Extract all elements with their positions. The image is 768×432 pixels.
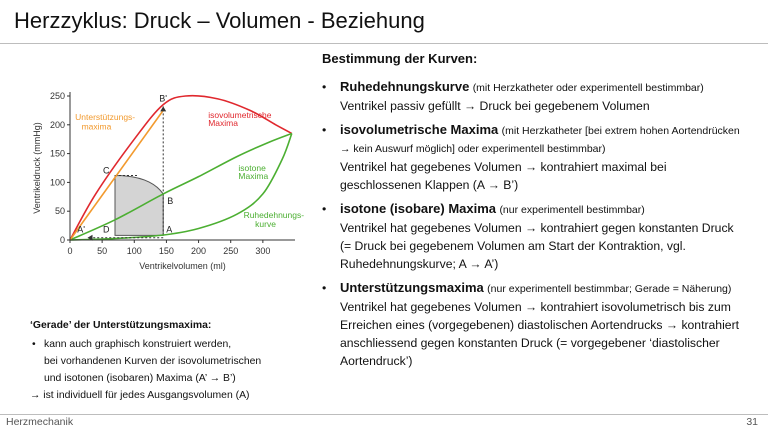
title-divider — [0, 43, 768, 44]
curve-definitions: Bestimmung der Kurven: Ruhedehnungskurve… — [322, 50, 762, 376]
definition-line: (= Druck bei gegebenem Volumen am Start … — [340, 239, 686, 253]
footer-divider — [0, 414, 768, 415]
curve-annotation: isovolumetrische — [208, 110, 272, 120]
point-label: B' — [159, 93, 167, 103]
definition-note: (mit Herzkatheter [bei extrem hohen Aort… — [501, 125, 740, 137]
point-label: C — [103, 165, 110, 175]
definition-isovolumetrisch: isovolumetrische Maxima (mit Herzkathete… — [322, 121, 762, 194]
arrowhead-up — [160, 106, 167, 112]
point-label: A — [166, 224, 172, 234]
note-bullet: kann auch graphisch konstruiert werden, … — [30, 336, 310, 387]
definition-ruhedehnungskurve: Ruhedehnungskurve (mit Herzkatheter oder… — [322, 78, 762, 115]
y-tick-label: 50 — [55, 206, 65, 216]
construction-note: ‘Gerade’ der Unterstützungsmaxima: kann … — [30, 317, 310, 404]
point-label: D — [103, 224, 110, 234]
y-tick-label: 250 — [50, 91, 65, 101]
page-number: 31 — [746, 416, 758, 428]
x-tick-label: 100 — [127, 246, 142, 256]
definition-line: anschliessend gegen konstanten Druck (= … — [340, 336, 720, 350]
definition-line: Ventrikel passiv gefüllt → Druck bei geg… — [340, 99, 650, 113]
curve-annotation: Ruhedehnungs- — [244, 210, 305, 220]
page-title: Herzzyklus: Druck – Volumen - Beziehung — [14, 8, 425, 33]
definition-term: isotone (isobare) Maxima — [340, 201, 497, 216]
curve-annotation: isotone — [238, 163, 266, 173]
definition-isoton: isotone (isobare) Maxima (nur experiment… — [322, 200, 762, 273]
curve-annotation: kurve — [255, 219, 276, 229]
definition-line: geschlossenen Klappen (A → B’) — [340, 178, 519, 192]
definition-note: (nur experimentell bestimmbar) — [499, 204, 645, 216]
arrowhead-left — [87, 234, 93, 241]
definition-line: Ventrikel hat gegebenes Volumen → kontra… — [340, 300, 731, 314]
section-heading: Bestimmung der Kurven: — [322, 51, 478, 66]
note-line: bei vorhandenen Kurven der isovolumetris… — [44, 356, 262, 367]
curve-annotation: Maxima — [208, 118, 238, 128]
y-axis-label: Ventrikeldruck (mmHg) — [32, 122, 42, 214]
definition-note: (mit Herzkatheter oder experimentell bes… — [472, 82, 704, 94]
y-tick-label: 0 — [60, 235, 65, 245]
definition-line: Ventrikel hat gegebenes Volumen → kontra… — [340, 160, 667, 174]
y-tick-label: 150 — [50, 149, 65, 159]
x-tick-label: 50 — [97, 246, 107, 256]
x-tick-label: 200 — [191, 246, 206, 256]
series-line-1 — [69, 132, 293, 241]
work-loop-area — [114, 174, 164, 236]
definition-line: Aortendruck’) — [340, 354, 413, 368]
note-arrow-line: → ist individuell für jedes Ausgangsvolu… — [30, 390, 250, 401]
curve-annotation: maxima — [82, 121, 112, 131]
note-title: ‘Gerade’ der Unterstützungsmaxima: — [30, 320, 212, 331]
point-label: A' — [77, 224, 85, 234]
y-tick-label: 100 — [50, 177, 65, 187]
point-label: B — [167, 196, 173, 206]
definition-unterstuetzung: Unterstützungsmaxima (nur experimentell … — [322, 279, 762, 370]
series-line-0 — [69, 94, 293, 241]
x-tick-label: 0 — [67, 246, 72, 256]
definition-line: Erreichen eines (vorgegebenen) diastolis… — [340, 318, 740, 332]
x-axis-label: Ventrikelvolumen (ml) — [139, 261, 226, 271]
x-tick-label: 300 — [255, 246, 270, 256]
definition-note: (nur experimentell bestimmbar; Gerade = … — [487, 283, 732, 295]
y-tick-label: 200 — [50, 120, 65, 130]
definition-line: Ruhedehnungskurve; A → A’) — [340, 257, 499, 271]
series-line-2 — [69, 133, 293, 241]
note-line: kann auch graphisch konstruiert werden, — [44, 339, 232, 350]
definition-term: isovolumetrische Maxima — [340, 122, 499, 137]
definition-term: Unterstützungsmaxima — [340, 280, 484, 295]
definition-note-cont: → kein Auswurf möglich] oder experimente… — [340, 143, 606, 155]
footer-topic: Herzmechanik — [6, 416, 74, 428]
series-line-3 — [69, 109, 164, 241]
x-tick-label: 250 — [223, 246, 238, 256]
note-line: und isotonen (isobaren) Maxima (A’ → B’) — [44, 373, 236, 384]
curve-annotation: Unterstützungs- — [75, 112, 135, 122]
x-tick-label: 150 — [159, 246, 174, 256]
definition-term: Ruhedehnungskurve — [340, 79, 470, 94]
definition-line: Ventrikel hat gegebenes Volumen → kontra… — [340, 221, 734, 235]
curve-annotation: Maxima — [238, 171, 268, 181]
